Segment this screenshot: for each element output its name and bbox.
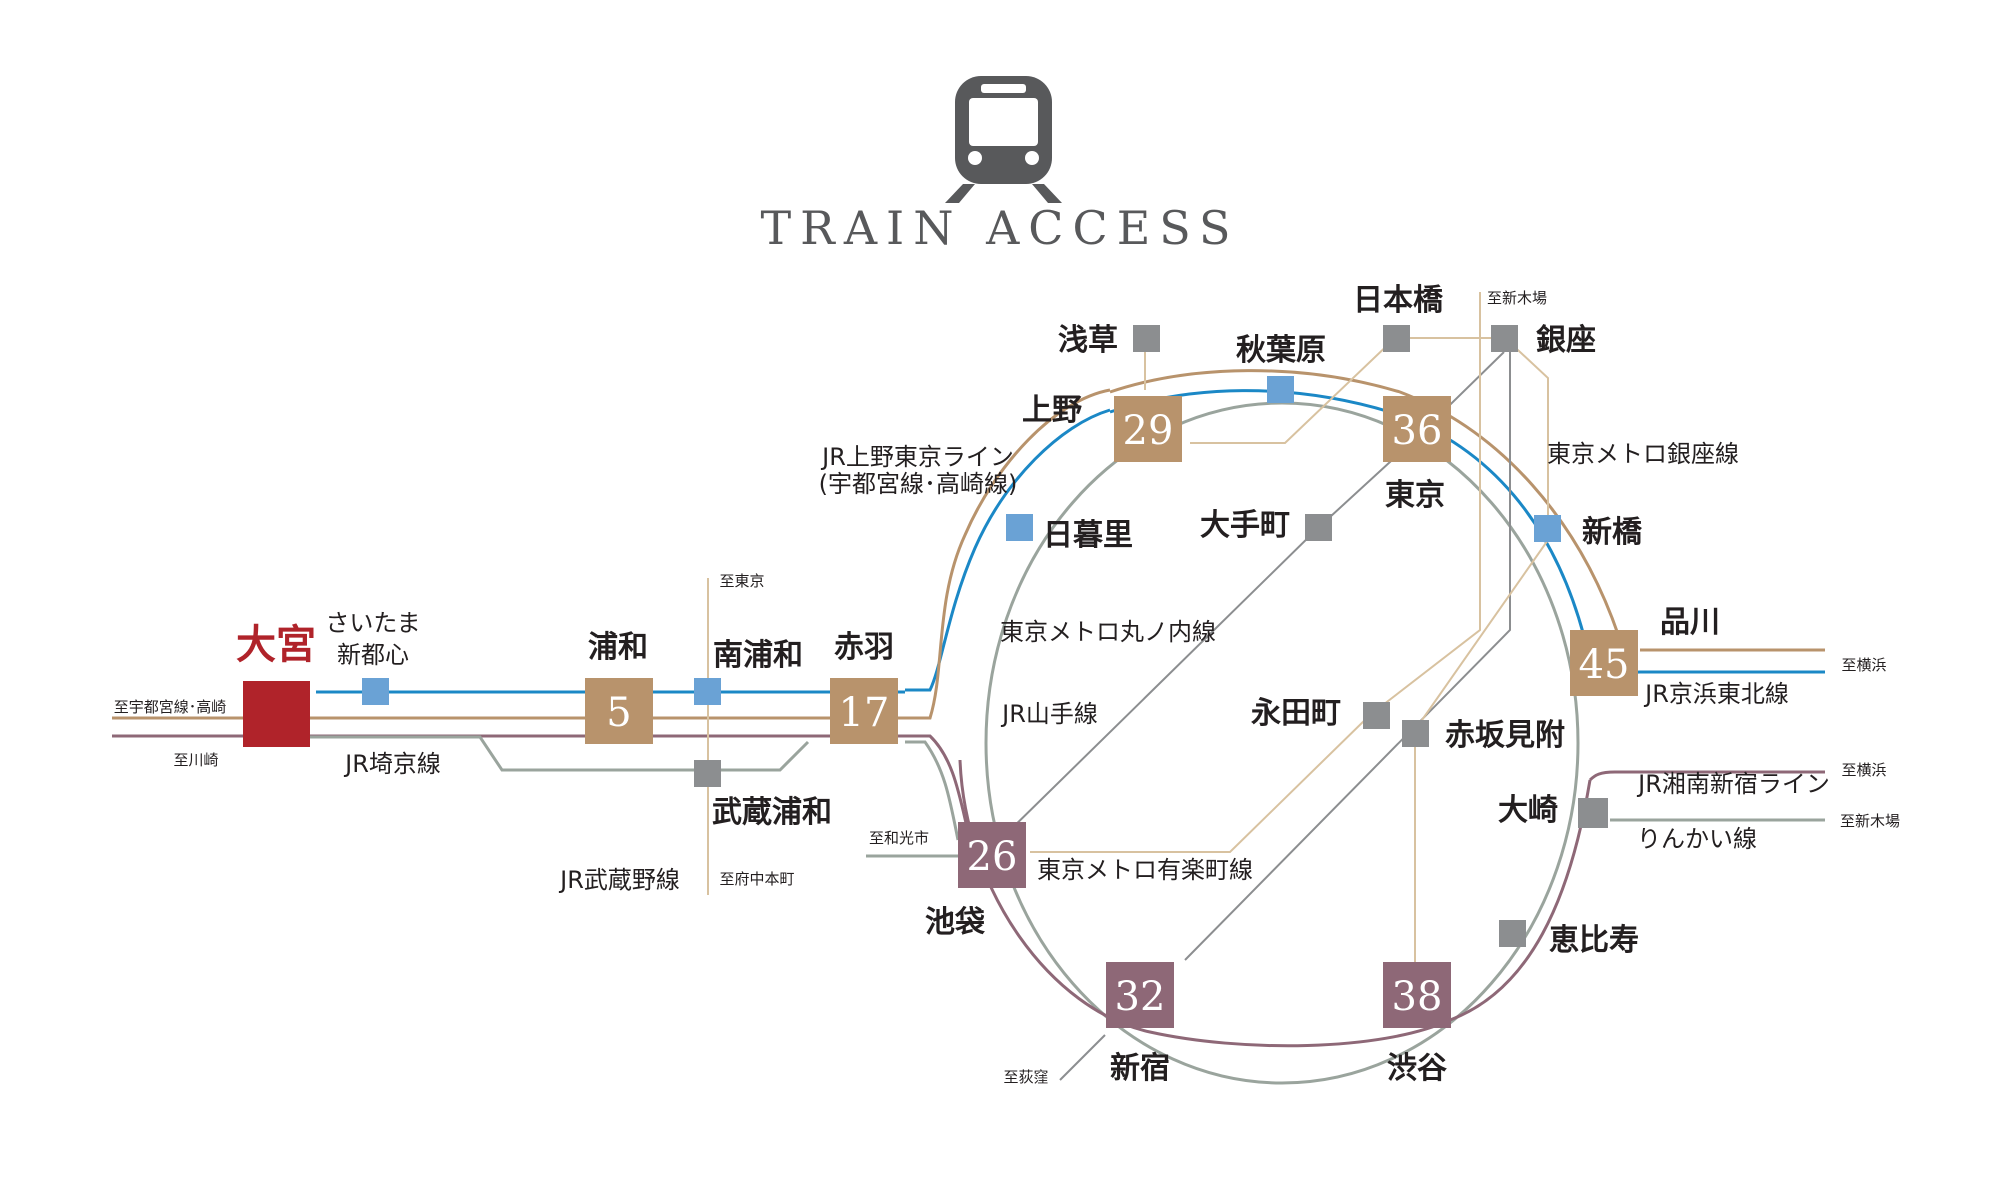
station-shinagawa: 45 品川 xyxy=(1570,605,1720,696)
station-marker-nippori xyxy=(1006,514,1033,541)
station-label: 恵比寿 xyxy=(1549,923,1639,958)
shonan-shinjuku-to-yokohama xyxy=(1588,770,1825,782)
map-title: TRAIN ACCESS xyxy=(761,201,1240,255)
station-marker-akihabara xyxy=(1267,376,1294,403)
line-label-rinkai: りんかい線 xyxy=(1637,825,1757,853)
station-tokyo: 36 東京 xyxy=(1383,396,1451,513)
station-marker-nihonbashi xyxy=(1383,325,1410,352)
station-minutes: 36 xyxy=(1392,408,1443,454)
station-label: 秋葉原 xyxy=(1236,333,1326,368)
station-minutes: 26 xyxy=(967,834,1018,880)
destination-label: 至横浜 xyxy=(1841,656,1886,674)
station-label: 日本橋 xyxy=(1353,283,1444,318)
station-name: 赤羽 xyxy=(834,630,894,665)
station-label: 新橋 xyxy=(1582,515,1643,550)
station-label: さいたま xyxy=(325,609,420,637)
station-marker-saitama-shintoshin xyxy=(362,678,389,705)
line-label-marunouchi: 東京メトロ丸ノ内線 xyxy=(1000,618,1216,646)
ginza-line-path xyxy=(1144,337,1549,985)
station-minutes: 17 xyxy=(839,690,890,736)
origin-station-box xyxy=(243,681,310,747)
destination-label: 至川崎 xyxy=(173,751,218,769)
station-marker-osaki xyxy=(1578,798,1608,828)
station-marker-shimbashi xyxy=(1534,515,1561,542)
station-label: 浅草 xyxy=(1058,323,1118,358)
line-label-yurakucho: 東京メトロ有楽町線 xyxy=(1037,856,1253,884)
sage-connector-ikebukuro xyxy=(905,740,960,841)
destination-label: 至荻窪 xyxy=(1003,1068,1048,1086)
station-label: 銀座 xyxy=(1536,323,1596,358)
station-minutes: 45 xyxy=(1579,642,1630,688)
destination-label: 至府中本町 xyxy=(719,870,794,888)
tan-connector-ueno xyxy=(905,388,1111,720)
musashino-line xyxy=(248,735,810,772)
origin-station-label: 大宮 xyxy=(236,622,316,668)
station-minutes: 5 xyxy=(606,690,631,736)
station-shinjuku: 32 新宿 xyxy=(1106,962,1174,1086)
destination-label: 至横浜 xyxy=(1841,761,1886,779)
marunouchi-south xyxy=(1184,352,1511,961)
station-name: 東京 xyxy=(1385,478,1445,513)
shinjuku-to-ogikubo xyxy=(1059,1034,1106,1081)
station-ueno: 29 上野 xyxy=(1022,393,1182,462)
station-label: 新都心 xyxy=(337,641,409,669)
station-marker-asakusa xyxy=(1133,325,1160,352)
station-minutes: 32 xyxy=(1115,974,1166,1020)
line-label-yamanote: JR山手線 xyxy=(1000,700,1098,728)
line-label-ueno-tokyo-sub: (宇都宮線･高崎線) xyxy=(819,470,1018,498)
destination-label: 至新木場 xyxy=(1487,289,1547,307)
line-label-ginza: 東京メトロ銀座線 xyxy=(1547,440,1739,468)
station-label: 永田町 xyxy=(1251,696,1341,731)
station-marker-akasaka-mitsuke xyxy=(1402,720,1429,747)
destination-label: 至和光市 xyxy=(869,829,929,847)
station-marker-ebisu xyxy=(1499,920,1526,947)
station-label: 大手町 xyxy=(1200,508,1290,543)
station-label: 赤坂見附 xyxy=(1445,718,1565,753)
station-name: 浦和 xyxy=(588,630,648,665)
line-label-ueno-tokyo: JR上野東京ライン xyxy=(820,443,1014,471)
station-name: 渋谷 xyxy=(1387,1051,1447,1086)
station-label: 南浦和 xyxy=(713,638,803,673)
line-label-musashino: JR武蔵野線 xyxy=(558,866,680,894)
station-ikebukuro: 26 池袋 xyxy=(925,822,1026,940)
station-label: 大崎 xyxy=(1498,793,1558,828)
station-marker-minami-urawa xyxy=(694,678,721,705)
ueno-tokyo-loop-segment xyxy=(1109,369,1622,641)
station-marker-otemachi xyxy=(1305,514,1332,541)
station-label: 武蔵浦和 xyxy=(712,795,832,830)
station-name: 上野 xyxy=(1022,393,1082,428)
station-name: 新宿 xyxy=(1110,1051,1170,1086)
station-shibuya: 38 渋谷 xyxy=(1383,962,1451,1086)
station-label: 日暮里 xyxy=(1043,518,1133,553)
station-urawa: 5 浦和 xyxy=(585,630,653,744)
destination-label: 至東京 xyxy=(719,572,764,590)
station-marker-musashi-urawa xyxy=(694,760,721,787)
station-name: 品川 xyxy=(1660,605,1720,640)
station-minutes: 29 xyxy=(1123,408,1174,454)
saikyo-loop-segment xyxy=(958,759,1592,1048)
station-minutes: 38 xyxy=(1392,974,1443,1020)
yurakucho-line-path xyxy=(1030,292,1481,853)
line-label-keihin-tohoku: JR京浜東北線 xyxy=(1643,680,1789,708)
line-label-shonan-shinjuku: JR湘南新宿ライン xyxy=(1636,770,1830,798)
destination-label: 至新木場 xyxy=(1840,812,1900,830)
destination-label: 至宇都宮線･高崎 xyxy=(114,698,227,716)
station-marker-nagatacho xyxy=(1363,702,1390,729)
train-icon xyxy=(945,76,1062,203)
station-marker-ginza xyxy=(1491,325,1518,352)
line-label-saikyo: JR埼京線 xyxy=(343,750,441,778)
station-name: 池袋 xyxy=(925,905,985,940)
marunouchi-line xyxy=(999,351,1505,841)
station-akabane: 17 赤羽 xyxy=(830,630,898,744)
